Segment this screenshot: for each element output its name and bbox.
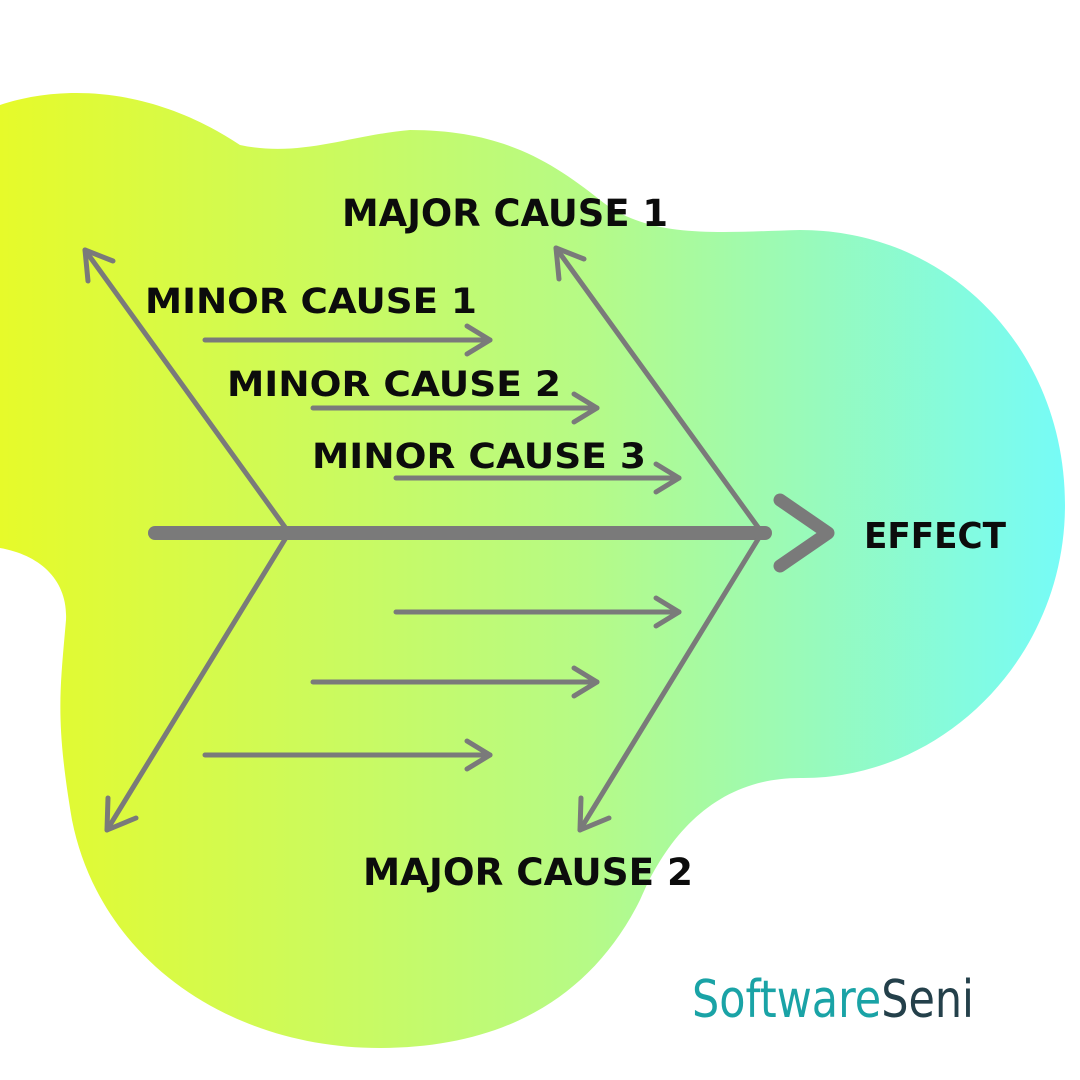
major-bone-lower-right [577,533,763,833]
major-bone-upper-left [82,247,290,533]
gradient-blob [0,93,1065,1049]
minor-cause-1-label: MINOR CAUSE 1 [145,282,477,322]
minor-cause-3-label: MINOR CAUSE 3 [312,437,646,477]
minor-cause-2-label: MINOR CAUSE 2 [227,365,561,405]
major-bone-upper-right [553,245,763,533]
effect-label: EFFECT [864,516,1006,557]
logo-part-software: Software [692,970,881,1030]
minor-arrow-4-head [653,595,682,629]
arrowhead-upper-right [553,245,587,282]
major-bone-lower-left [104,533,290,833]
minor-arrow-2-head [571,391,600,425]
softwareseni-logo: SoftwareSeni [692,970,974,1030]
arrowhead-lower-left [104,795,139,833]
spine-arrowhead [773,493,835,573]
minor-arrow-3-head [653,461,682,495]
major-cause-2-label: MAJOR CAUSE 2 [363,851,693,894]
minor-arrow-5-head [571,665,600,699]
minor-arrow-6-head [464,738,493,772]
logo-part-seni: Seni [881,970,974,1030]
arrowhead-upper-left [82,247,116,284]
arrowhead-lower-right [577,795,612,833]
minor-arrow-1-head [464,323,493,357]
major-cause-1-label: MAJOR CAUSE 1 [342,192,668,235]
